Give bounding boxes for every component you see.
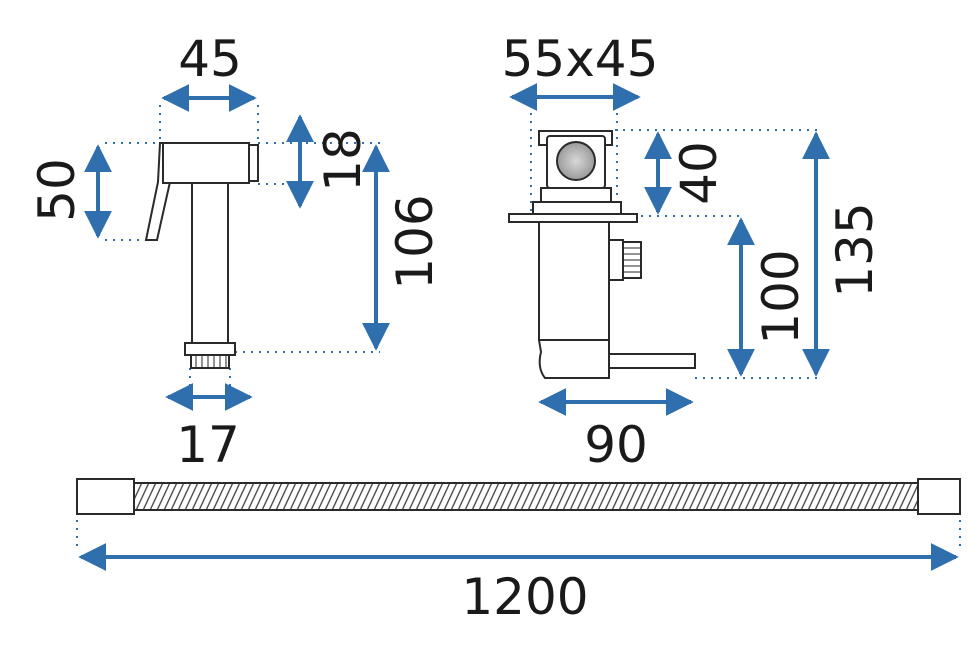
label-valve-body: 100 — [752, 249, 810, 344]
handset-drawing: 45 50 18 106 17 — [28, 30, 444, 474]
valve-wall-plate — [508, 213, 638, 223]
valve-neck — [540, 187, 612, 203]
hose-left-ferrule — [76, 478, 135, 515]
label-handset-width: 45 — [178, 30, 242, 88]
label-handset-height: 50 — [28, 158, 86, 222]
valve-collar — [532, 201, 622, 215]
valve-body — [538, 221, 610, 341]
valve-spout — [608, 353, 696, 369]
valve-drawing: 55x45 40 100 135 90 — [502, 30, 884, 474]
label-valve-total: 135 — [826, 202, 884, 297]
handset-stem — [191, 182, 229, 344]
label-valve-depth: 90 — [584, 416, 648, 474]
label-handset-head: 18 — [314, 128, 372, 192]
label-handset-total: 106 — [386, 194, 444, 289]
handset-thread-lines — [195, 355, 227, 368]
label-valve-plate: 55x45 — [502, 30, 659, 88]
handset-nut — [184, 342, 236, 356]
hose-drawing: 1200 — [76, 478, 961, 626]
label-hose-length: 1200 — [461, 568, 588, 626]
valve-knob — [556, 141, 596, 181]
handset-head — [162, 142, 250, 184]
valve-base — [537, 339, 610, 379]
valve-thread-lines — [623, 247, 641, 273]
valve-side-outlet — [608, 239, 624, 281]
label-valve-top: 40 — [670, 141, 728, 205]
label-handset-connector: 17 — [176, 416, 240, 474]
hose-braid — [133, 482, 919, 511]
handset-head-cap — [248, 144, 259, 182]
handset-thread — [190, 354, 230, 369]
hose-right-ferrule — [917, 478, 961, 515]
